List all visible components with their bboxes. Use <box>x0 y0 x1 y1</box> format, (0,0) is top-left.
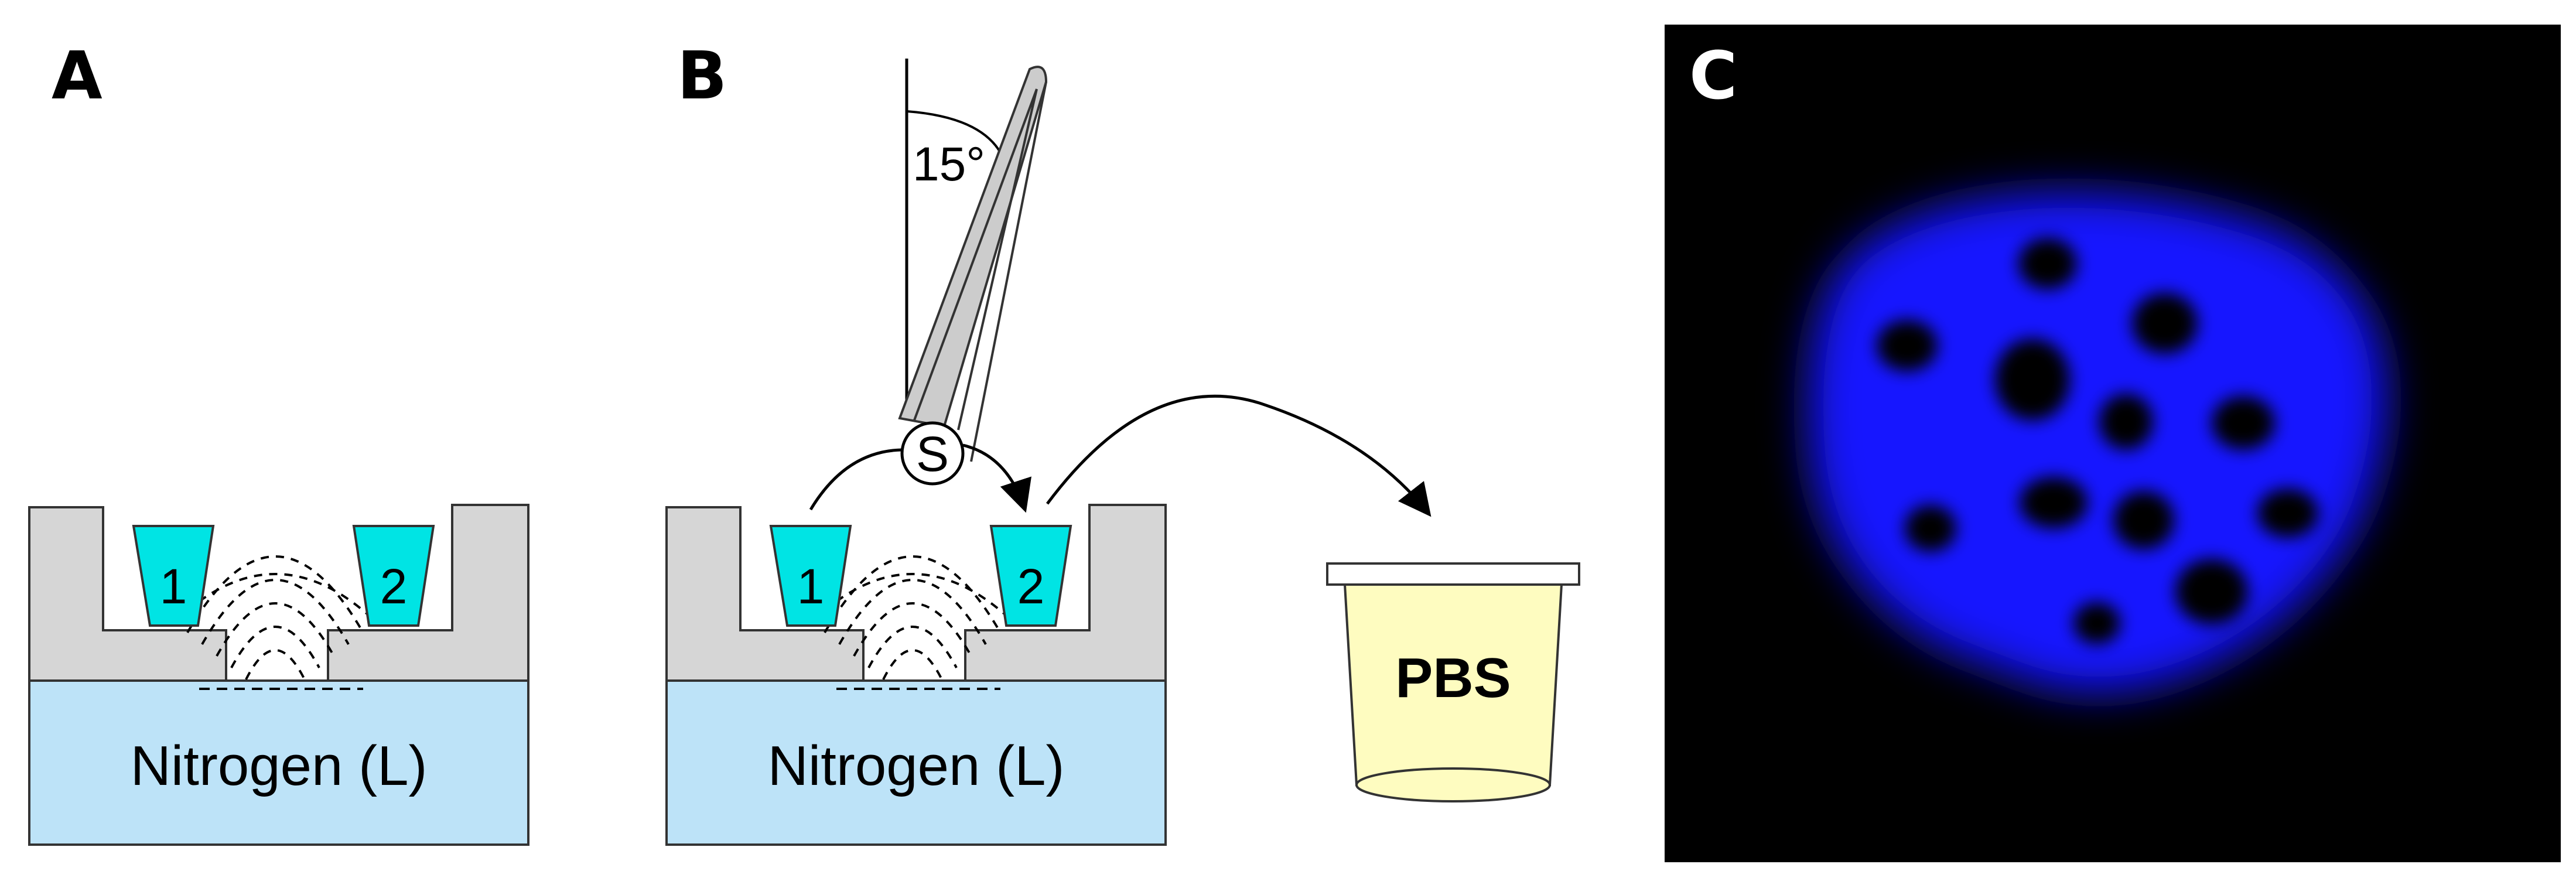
panel-b-angle-arc <box>906 110 1004 158</box>
panel-b-sample-label: S <box>916 426 949 481</box>
panel-a-holder-left <box>28 506 227 682</box>
panel-c-nucleus <box>1808 193 2387 692</box>
panel-b-holder-left <box>665 506 865 682</box>
panel-b-bath-label: Nitrogen (L) <box>768 735 1065 797</box>
panel-b-nitrogen-bath <box>665 679 1167 846</box>
panel-c-letter: C <box>1689 38 1737 114</box>
panel-b-pbs-cup <box>1326 562 1580 802</box>
panel-b-holder-right <box>964 504 1167 682</box>
panel-a-holder-right <box>327 504 529 682</box>
panel-b-vial-2 <box>989 525 1072 627</box>
panel-b-sample <box>900 421 965 486</box>
panel-a-vial-1 <box>132 525 215 627</box>
panel-a-vial-1-label: 1 <box>160 559 187 614</box>
panel-b: B 15° S Nitrogen (L) <box>665 38 1580 846</box>
panel-b-arrow-to-pbs <box>1046 394 1432 517</box>
panel-a: A Nitrogen (L) 1 2 <box>28 38 529 846</box>
panel-a-nitrogen-bath <box>28 679 529 846</box>
panel-c: C <box>1665 25 2561 862</box>
panel-b-vial-1-label: 1 <box>797 559 825 614</box>
panel-b-tweezers <box>898 66 1048 462</box>
panel-b-arrow-sample-to-vial2 <box>962 443 1031 513</box>
panel-a-letter: A <box>52 38 103 114</box>
panel-a-vial-2-label: 2 <box>380 559 408 614</box>
panel-a-bath-label: Nitrogen (L) <box>131 735 428 797</box>
panel-c-chromocenters <box>1877 238 2318 644</box>
panel-b-cup-label: PBS <box>1395 647 1511 709</box>
panel-b-vial-1 <box>769 525 852 627</box>
panel-b-angle-label: 15° <box>913 138 985 191</box>
panel-a-vial-2 <box>352 525 435 627</box>
panel-b-arrow-vial1-to-sample <box>809 448 903 511</box>
panel-b-letter: B <box>677 38 727 114</box>
panel-b-vial-2-label: 2 <box>1017 559 1045 614</box>
